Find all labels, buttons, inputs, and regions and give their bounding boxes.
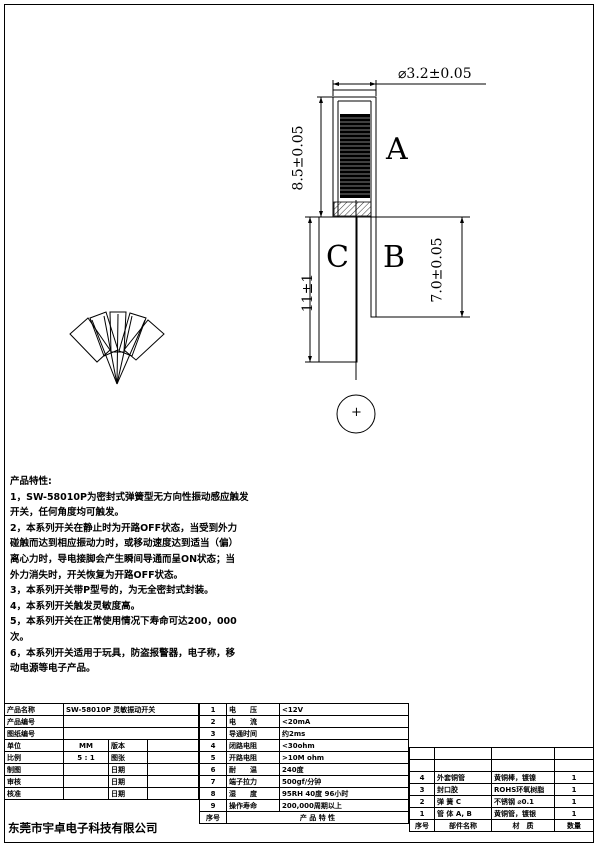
product-no-label: 产品编号: [4, 715, 64, 728]
part-label-b: B: [383, 240, 406, 275]
spec-no: 8: [199, 787, 227, 800]
spec-value: 200,000周期以上: [279, 799, 409, 812]
part-no: 2: [409, 795, 435, 808]
part-material: 黄铜管，镀银: [491, 807, 555, 820]
plus-symbol: +: [351, 405, 362, 420]
spec-name: 开路电阻: [226, 751, 280, 764]
spec-no: 9: [199, 799, 227, 812]
feature-line: 6，本系列开关适用于玩具，防盗报警器，电子称，移: [10, 647, 236, 659]
product-name-label: 产品名称: [4, 703, 64, 716]
part-material: ROHS环氧树脂: [491, 783, 555, 796]
spec-no: 7: [199, 775, 227, 788]
scale-value: 5 : 1: [63, 751, 109, 764]
vibration-fan-icon: [69, 311, 165, 385]
spec-value: 约2ms: [279, 727, 409, 740]
part-qty: 1: [554, 795, 594, 808]
spec-name: 耐 温: [226, 763, 280, 776]
diameter-dimension: ⌀3.2±0.05: [398, 66, 472, 82]
part-name: 管 体 A, B: [434, 807, 492, 820]
part-no: 3: [409, 783, 435, 796]
sealing-glue: [333, 201, 372, 217]
spec-name: 电 流: [226, 715, 280, 728]
spec-name: 导通时间: [226, 727, 280, 740]
feature-line: 1，SW-58010P为密封式弹簧型无方向性振动感应触发: [10, 491, 249, 503]
part-no: 4: [409, 771, 435, 784]
spec-value: <12V: [279, 703, 409, 716]
unit-label: 单位: [4, 739, 64, 752]
spec-name: 端子拉力: [226, 775, 280, 788]
version-label: 版本: [108, 739, 148, 752]
date-label-2: 日期: [108, 775, 148, 788]
feature-line: 离心力时，导电接脚会产生瞬间导通而呈ON状态；当: [10, 553, 236, 565]
feature-line: 动电源等电子产品。: [10, 663, 96, 675]
sheets-label: 图张: [108, 751, 148, 764]
product-features: 产品特性: 1，SW-58010P为密封式弹簧型无方向性振动感应触发 开关，任何…: [10, 474, 300, 677]
date-label-3: 日期: [108, 787, 148, 800]
part-name: 弹 簧 C: [434, 795, 492, 808]
spec-no: 2: [199, 715, 227, 728]
spec-value: <30ohm: [279, 739, 409, 752]
spec-name: 闭路电阻: [226, 739, 280, 752]
tube-b: [370, 216, 377, 318]
seq-label: 序号: [199, 811, 227, 824]
drawn-label: 制图: [4, 763, 64, 776]
length-a-dimension: 8.5±0.05: [290, 125, 307, 191]
terminal-circle: [336, 394, 376, 434]
parts-footer-qty: 数量: [554, 819, 594, 832]
spec-no: 1: [199, 703, 227, 716]
part-material: 黄铜棒，镀镍: [491, 771, 555, 784]
spring-coil: [340, 114, 370, 198]
spec-no: 3: [199, 727, 227, 740]
features-heading: 产品特性:: [10, 476, 52, 487]
lead-c-body: [318, 216, 358, 363]
lead-c-dimension: 11±1: [300, 273, 317, 313]
spec-footer: 产 品 特 性: [226, 811, 409, 824]
product-name-value: SW-58010P 灵敏振动开关: [63, 703, 199, 716]
parts-footer-material: 材 质: [491, 819, 555, 832]
spec-no: 6: [199, 763, 227, 776]
part-no: 1: [409, 807, 435, 820]
spec-no: 4: [199, 739, 227, 752]
checked-label: 审核: [4, 775, 64, 788]
scale-label: 比例: [4, 751, 64, 764]
spec-value: 240度: [279, 763, 409, 776]
spec-value: 95RH 40度 96小时: [279, 787, 409, 800]
spec-name: 湿 度: [226, 787, 280, 800]
unit-value: MM: [63, 739, 109, 752]
part-label-c: C: [326, 240, 349, 275]
title-block: 产品名称 SW-58010P 灵敏振动开关 产品编号 图纸编号 单位 MM 版本…: [4, 703, 199, 800]
date-label-1: 日期: [108, 763, 148, 776]
feature-line: 4，本系列开关触发灵敏度高。: [10, 600, 141, 612]
feature-line: 次。: [10, 631, 30, 643]
parts-footer-name: 部件名称: [434, 819, 492, 832]
part-qty: 1: [554, 783, 594, 796]
drawing-frame: [4, 4, 594, 843]
spec-value: <20mA: [279, 715, 409, 728]
feature-line: 3，本系列开关带P型号的，为无全密封式封装。: [10, 585, 214, 597]
feature-line: 外力消失时，开关恢复为开路OFF状态。: [10, 569, 184, 581]
length-b-dimension: 7.0±0.05: [429, 237, 446, 303]
part-name: 外套铜管: [434, 771, 492, 784]
drawing-no-label: 图纸编号: [4, 727, 64, 740]
part-label-a: A: [386, 132, 408, 167]
part-qty: 1: [554, 771, 594, 784]
feature-line: 碰触而达到相应振动力时，或移动速度达到适当（偏）: [10, 538, 239, 550]
company-name: 东莞市宇卓电子科技有限公司: [8, 821, 158, 835]
part-material: 不锈钢 ⌀0.1: [491, 795, 555, 808]
feature-line: 2，本系列开关在静止时为开路OFF状态，当受到外力: [10, 522, 238, 534]
feature-line: 开关，任何角度均可触发。: [10, 507, 125, 519]
approved-label: 核准: [4, 787, 64, 800]
spec-no: 5: [199, 751, 227, 764]
spec-name: 电 压: [226, 703, 280, 716]
part-qty: 1: [554, 807, 594, 820]
spec-value: 500gf/分钟: [279, 775, 409, 788]
feature-line: 5，本系列开关在正常使用情况下寿命可达200，000: [10, 616, 237, 628]
spec-value: >10M ohm: [279, 751, 409, 764]
part-name: 封口胶: [434, 783, 492, 796]
spec-name: 操作寿命: [226, 799, 280, 812]
parts-footer-no: 序号: [409, 819, 435, 832]
